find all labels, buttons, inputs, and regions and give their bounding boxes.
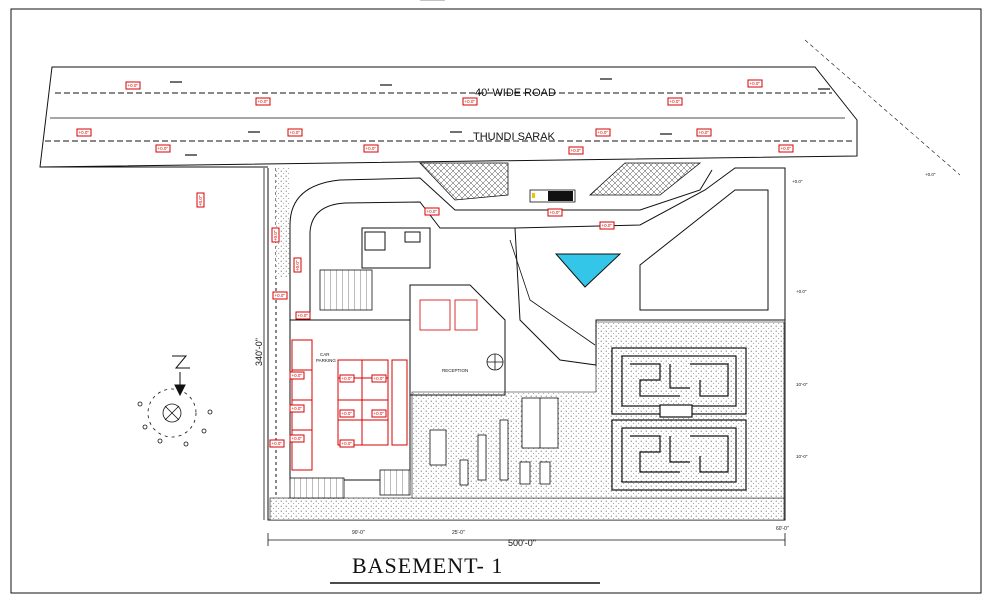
svg-text:+0.0": +0.0"	[258, 99, 269, 104]
level-marker: +0.0"	[293, 257, 302, 273]
svg-text:+0.0": +0.0"	[598, 130, 609, 135]
road-band: 40' WIDE ROAD THUNDI SARAK	[39, 0, 961, 176]
north-arrow-icon	[172, 355, 190, 397]
svg-text:+0.0": +0.0"	[292, 373, 303, 378]
dimension-width: 500'-0"	[508, 538, 536, 548]
reception-desk	[419, 299, 504, 371]
level-marker: +0.0"	[778, 144, 794, 153]
svg-text:+0.0": +0.0"	[272, 441, 283, 446]
svg-text:+0.0": +0.0"	[158, 146, 169, 151]
svg-text:+0.0": +0.0"	[128, 83, 139, 88]
svg-text:+0.0": +0.0"	[750, 81, 761, 86]
svg-text:+0.0": +0.0"	[550, 210, 561, 215]
road-label-bottom: THUNDI SARAK	[473, 131, 556, 143]
level-marker: +0.0"	[289, 404, 305, 413]
dimension-lines	[263, 168, 786, 546]
level-marker: +0.0"	[747, 79, 763, 88]
svg-text:+0.0": +0.0"	[292, 406, 303, 411]
level-marker: +0.0"	[289, 371, 305, 380]
car-parking-label: CAR PARKING	[316, 352, 336, 363]
level-marker: +0.0"	[462, 97, 478, 106]
level-marker: +0.0"	[272, 291, 288, 300]
lift-core	[379, 469, 411, 496]
svg-text:+0.0": +0.0"	[781, 146, 792, 151]
level-marker: +0.0"	[76, 128, 92, 137]
service-block	[639, 189, 769, 311]
svg-text:+0.0": +0.0"	[796, 289, 807, 294]
dimension-seg-b: 25'-0"	[452, 530, 465, 536]
level-marker: +0.0"	[271, 227, 280, 243]
svg-text:+0.0": +0.0"	[275, 293, 286, 298]
svg-text:+0.0": +0.0"	[273, 230, 278, 241]
svg-text:+0.0": +0.0"	[295, 260, 300, 271]
svg-text:+0.0": +0.0"	[79, 130, 90, 135]
level-marker: +0.0"	[371, 409, 387, 418]
level-marker: +0.0"	[196, 192, 205, 208]
svg-text:+0.0": +0.0"	[298, 313, 309, 318]
side-level-labels: +0.0" +0.0" +0.0" 10'-0" 10'-0"	[792, 172, 936, 459]
svg-text:+0.0": +0.0"	[699, 130, 710, 135]
staircase-bottom	[289, 477, 345, 499]
svg-text:+0.0": +0.0"	[198, 195, 203, 206]
level-marker: +0.0"	[339, 439, 355, 448]
maze-garden	[611, 347, 747, 491]
central-plaza	[514, 167, 786, 366]
sheet-border	[10, 8, 982, 594]
svg-text:10'-0": 10'-0"	[796, 454, 808, 459]
landscape-diamond-right	[588, 162, 702, 196]
level-marker: +0.0"	[667, 97, 683, 106]
basement-building	[289, 227, 506, 481]
svg-text:+0.0": +0.0"	[602, 223, 613, 228]
drawing-title: BASEMENT- 1	[352, 553, 503, 578]
svg-text:+0.0": +0.0"	[571, 148, 582, 153]
svg-text:+0.0": +0.0"	[342, 376, 353, 381]
reception-label: RECEPTION	[442, 368, 468, 373]
level-marker: +0.0"	[547, 208, 563, 217]
level-marker: +0.0"	[269, 439, 285, 448]
svg-text:+0.0": +0.0"	[670, 99, 681, 104]
svg-text:+0.0": +0.0"	[427, 209, 438, 214]
svg-text:+0.0": +0.0"	[374, 411, 385, 416]
landscape-strip	[269, 497, 785, 521]
level-marker: +0.0"	[599, 221, 615, 230]
level-markers: +0.0" +0.0" +0.0" +0.0" +0.0" +0.0" +0.0" +0.0"…	[76, 79, 794, 448]
level-marker: +0.0"	[568, 146, 584, 155]
compass-rose-icon	[137, 388, 213, 447]
svg-text:+0.0": +0.0"	[374, 376, 385, 381]
level-marker: +0.0"	[424, 207, 440, 216]
car-parking-bays	[291, 339, 408, 471]
svg-text:+0.0": +0.0"	[792, 179, 803, 184]
dimension-seg-a: 90'-0"	[352, 530, 365, 536]
svg-text:+0.0": +0.0"	[290, 130, 301, 135]
svg-text:10'-0": 10'-0"	[796, 382, 808, 387]
level-marker: +0.0"	[371, 374, 387, 383]
level-marker: +0.0"	[255, 97, 271, 106]
level-marker: +0.0"	[125, 81, 141, 90]
level-marker: +0.0"	[696, 128, 712, 137]
dimension-seg-c: 60'-0"	[776, 526, 789, 532]
level-marker: +0.0"	[295, 311, 311, 320]
svg-text:+0.0": +0.0"	[925, 172, 936, 177]
svg-text:+0.0": +0.0"	[465, 99, 476, 104]
svg-text:+0.0": +0.0"	[342, 411, 353, 416]
dimension-height: 340'-0"	[254, 338, 264, 366]
hatched-band-left	[276, 168, 290, 278]
level-marker: +0.0"	[339, 374, 355, 383]
equipment-layout	[429, 397, 559, 486]
svg-text:+0.0": +0.0"	[366, 146, 377, 151]
level-marker: +0.0"	[289, 434, 305, 443]
level-marker: +0.0"	[339, 409, 355, 418]
level-marker: +0.0"	[287, 128, 303, 137]
level-marker: +0.0"	[363, 144, 379, 153]
level-marker: +0.0"	[595, 128, 611, 137]
svg-text:+0.0": +0.0"	[342, 441, 353, 446]
road-label-top: 40' WIDE ROAD	[475, 87, 556, 99]
level-marker: +0.0"	[155, 144, 171, 153]
staircase-top	[319, 269, 373, 311]
driveway	[289, 169, 713, 320]
svg-text:+0.0": +0.0"	[292, 436, 303, 441]
landscape-diamond-left	[419, 162, 509, 201]
swimming-pool	[554, 253, 622, 288]
